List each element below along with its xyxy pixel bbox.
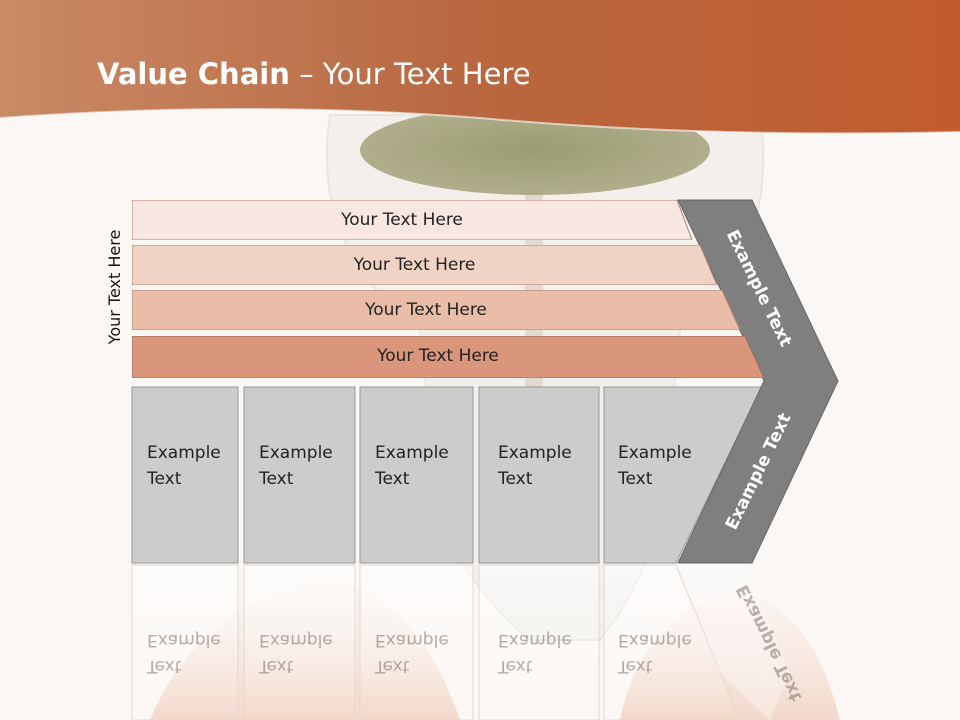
header-band: [0, 0, 960, 134]
box-3-line2: Text: [375, 469, 410, 489]
box-4-line1: Example: [498, 443, 572, 463]
band-4-label: Your Text Here: [377, 346, 499, 366]
page-title: Value Chain – Your Text Here: [97, 52, 531, 96]
band-3-label: Your Text Here: [365, 300, 487, 320]
band-2: Your Text Here: [132, 245, 717, 285]
box-1-line1: Example: [147, 443, 221, 463]
band-2-label: Your Text Here: [353, 255, 476, 275]
box-5-line2: Text: [618, 469, 653, 489]
box-3-line1: Example: [375, 443, 449, 463]
band-4: Your Text Here: [132, 336, 764, 378]
box-2-line1: Example: [259, 443, 333, 463]
box-2-line2: Text: [259, 469, 294, 489]
box-4-line2: Text: [498, 469, 533, 489]
box-5-line1: Example: [618, 443, 692, 463]
band-3: Your Text Here: [132, 290, 740, 330]
band-1-label: Your Text Here: [341, 210, 463, 230]
title-bold: Value Chain: [97, 57, 290, 91]
box-1-line2: Text: [147, 469, 182, 489]
title-rest: – Your Text Here: [289, 57, 531, 91]
band-1: Your Text Here: [132, 200, 692, 240]
chevron-arrow: [677, 199, 839, 564]
